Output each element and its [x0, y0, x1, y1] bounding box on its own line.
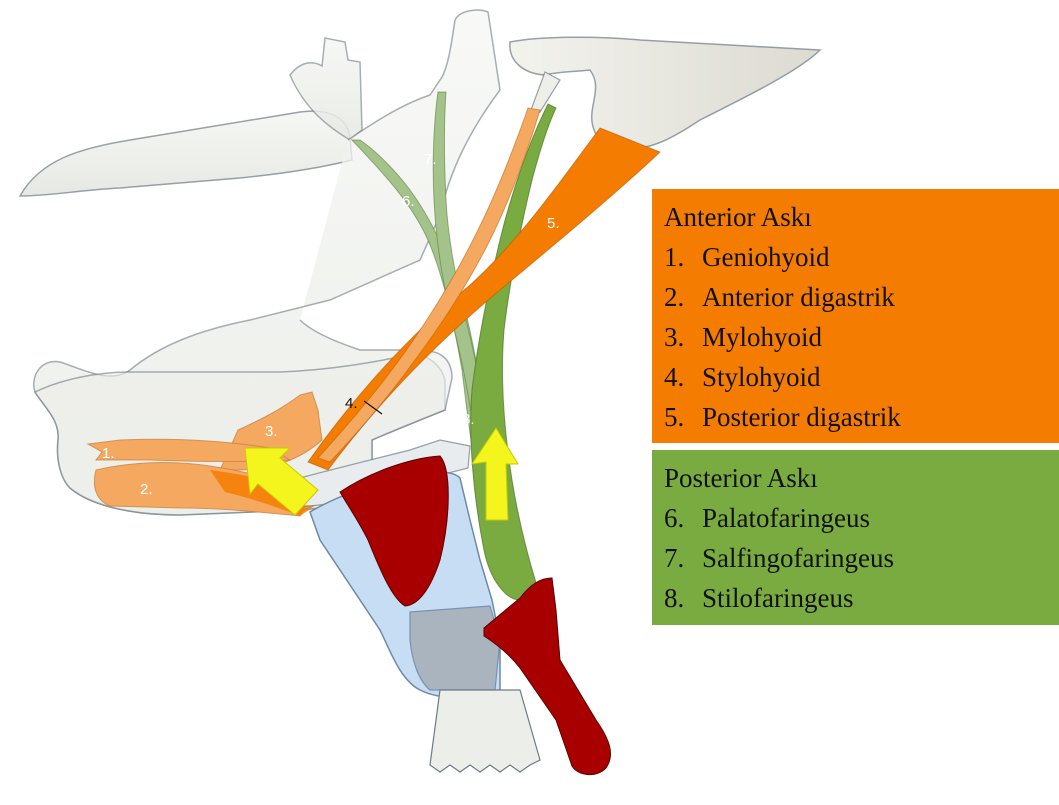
legend-item: 3.Mylohyoid	[664, 317, 1059, 357]
label-4: 4.	[345, 395, 358, 412]
legend-item: 4.Stylohyoid	[664, 357, 1059, 397]
label-7: 7.	[424, 151, 437, 168]
anterior-sling-legend: Anterior Askı 1.Geniohyoid 2.Anterior di…	[652, 189, 1059, 443]
legend-item: 1.Geniohyoid	[664, 237, 1059, 277]
label-2: 2.	[140, 481, 153, 498]
legend-item: 2.Anterior digastrik	[664, 277, 1059, 317]
legend-item: 8.Stilofaringeus	[664, 578, 1059, 618]
posterior-legend-title: Posterior Askı	[664, 458, 1059, 498]
label-8: 8.	[462, 411, 475, 428]
posterior-legend-list: 6.Palatofaringeus 7.Salfingofaringeus 8.…	[664, 498, 1059, 618]
styloid-base-bone	[510, 37, 820, 150]
anterior-legend-list: 1.Geniohyoid 2.Anterior digastrik 3.Mylo…	[664, 237, 1059, 437]
legend-item: 7.Salfingofaringeus	[664, 538, 1059, 578]
legend-item: 5.Posterior digastrik	[664, 397, 1059, 437]
label-5: 5.	[547, 215, 560, 232]
styloid-process	[510, 37, 820, 150]
posterior-sling-legend: Posterior Askı 6.Palatofaringeus 7.Salfi…	[652, 450, 1059, 625]
larynx-structures	[300, 440, 611, 775]
label-6: 6.	[402, 193, 415, 210]
label-3: 3.	[265, 423, 278, 440]
cricoid-cartilage	[410, 606, 500, 690]
palate-bone	[20, 111, 352, 196]
trachea	[430, 690, 540, 772]
label-1: 1.	[102, 445, 115, 462]
anterior-legend-title: Anterior Askı	[664, 197, 1059, 237]
legend-item: 6.Palatofaringeus	[664, 498, 1059, 538]
